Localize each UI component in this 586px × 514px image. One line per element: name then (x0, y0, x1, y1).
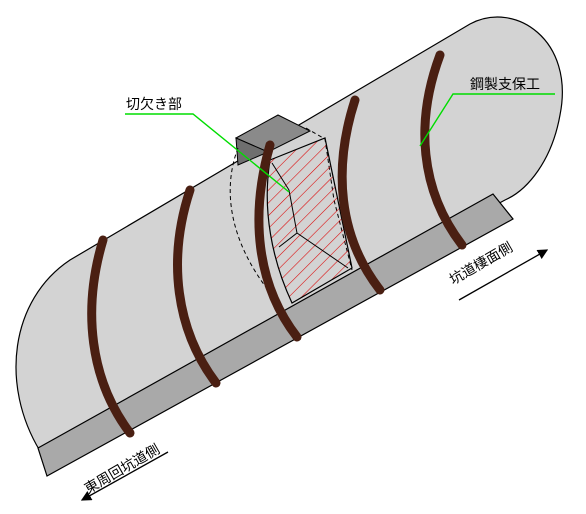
steel-ring (254, 140, 302, 342)
east-gallery-arrow (80, 451, 169, 501)
notch-label: 切欠き部 (126, 97, 182, 113)
steel-support-label: 鋼製支保工 (470, 77, 540, 93)
steel-support-leader (419, 93, 555, 147)
leader-lines (125, 93, 555, 193)
steel-ring (173, 185, 221, 388)
steel-support-rings (87, 50, 467, 438)
steel-ring (420, 50, 467, 250)
tunnel-floor-band (37, 193, 514, 477)
tunnel-face-arrow (458, 249, 549, 301)
steel-ring (337, 95, 385, 295)
notch-leader (125, 113, 290, 193)
notch-opening (266, 137, 353, 304)
steel-ring (87, 235, 135, 438)
